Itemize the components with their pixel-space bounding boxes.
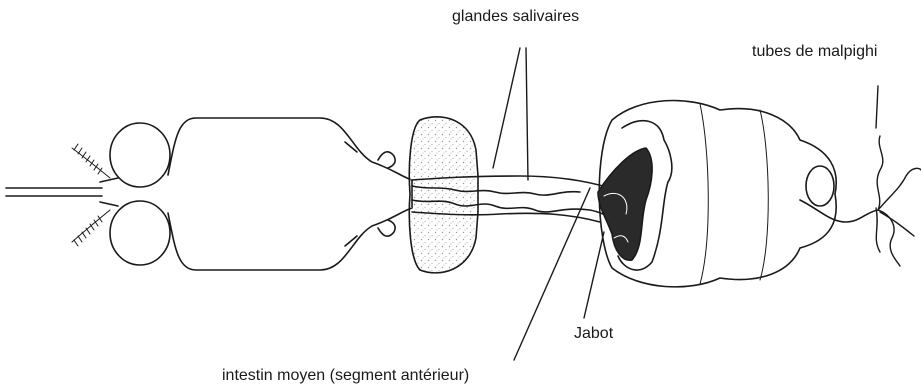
leader-crop <box>584 232 604 318</box>
malpighian-tubules <box>876 136 921 266</box>
head-capsule <box>168 118 412 270</box>
antenna-right <box>72 210 110 246</box>
crop-jabot <box>598 148 652 260</box>
rectal-sac <box>806 166 834 206</box>
leader-salivary-2 <box>526 48 528 180</box>
head-lobe-upper <box>110 123 170 187</box>
antenna-left <box>72 144 110 178</box>
hindgut <box>800 200 878 222</box>
label-midgut: intestin moyen (segment antérieur) <box>222 368 469 384</box>
label-crop: Jabot <box>574 326 613 342</box>
head-lobe-lower <box>110 201 170 265</box>
thoracic-segment <box>409 117 478 273</box>
proboscis <box>6 178 118 206</box>
leader-salivary-1 <box>493 48 520 168</box>
label-salivary-glands: glandes salivaires <box>452 9 579 25</box>
label-malpighian-tubes: tubes de malpighi <box>752 44 877 60</box>
leader-malpighi <box>876 86 878 128</box>
